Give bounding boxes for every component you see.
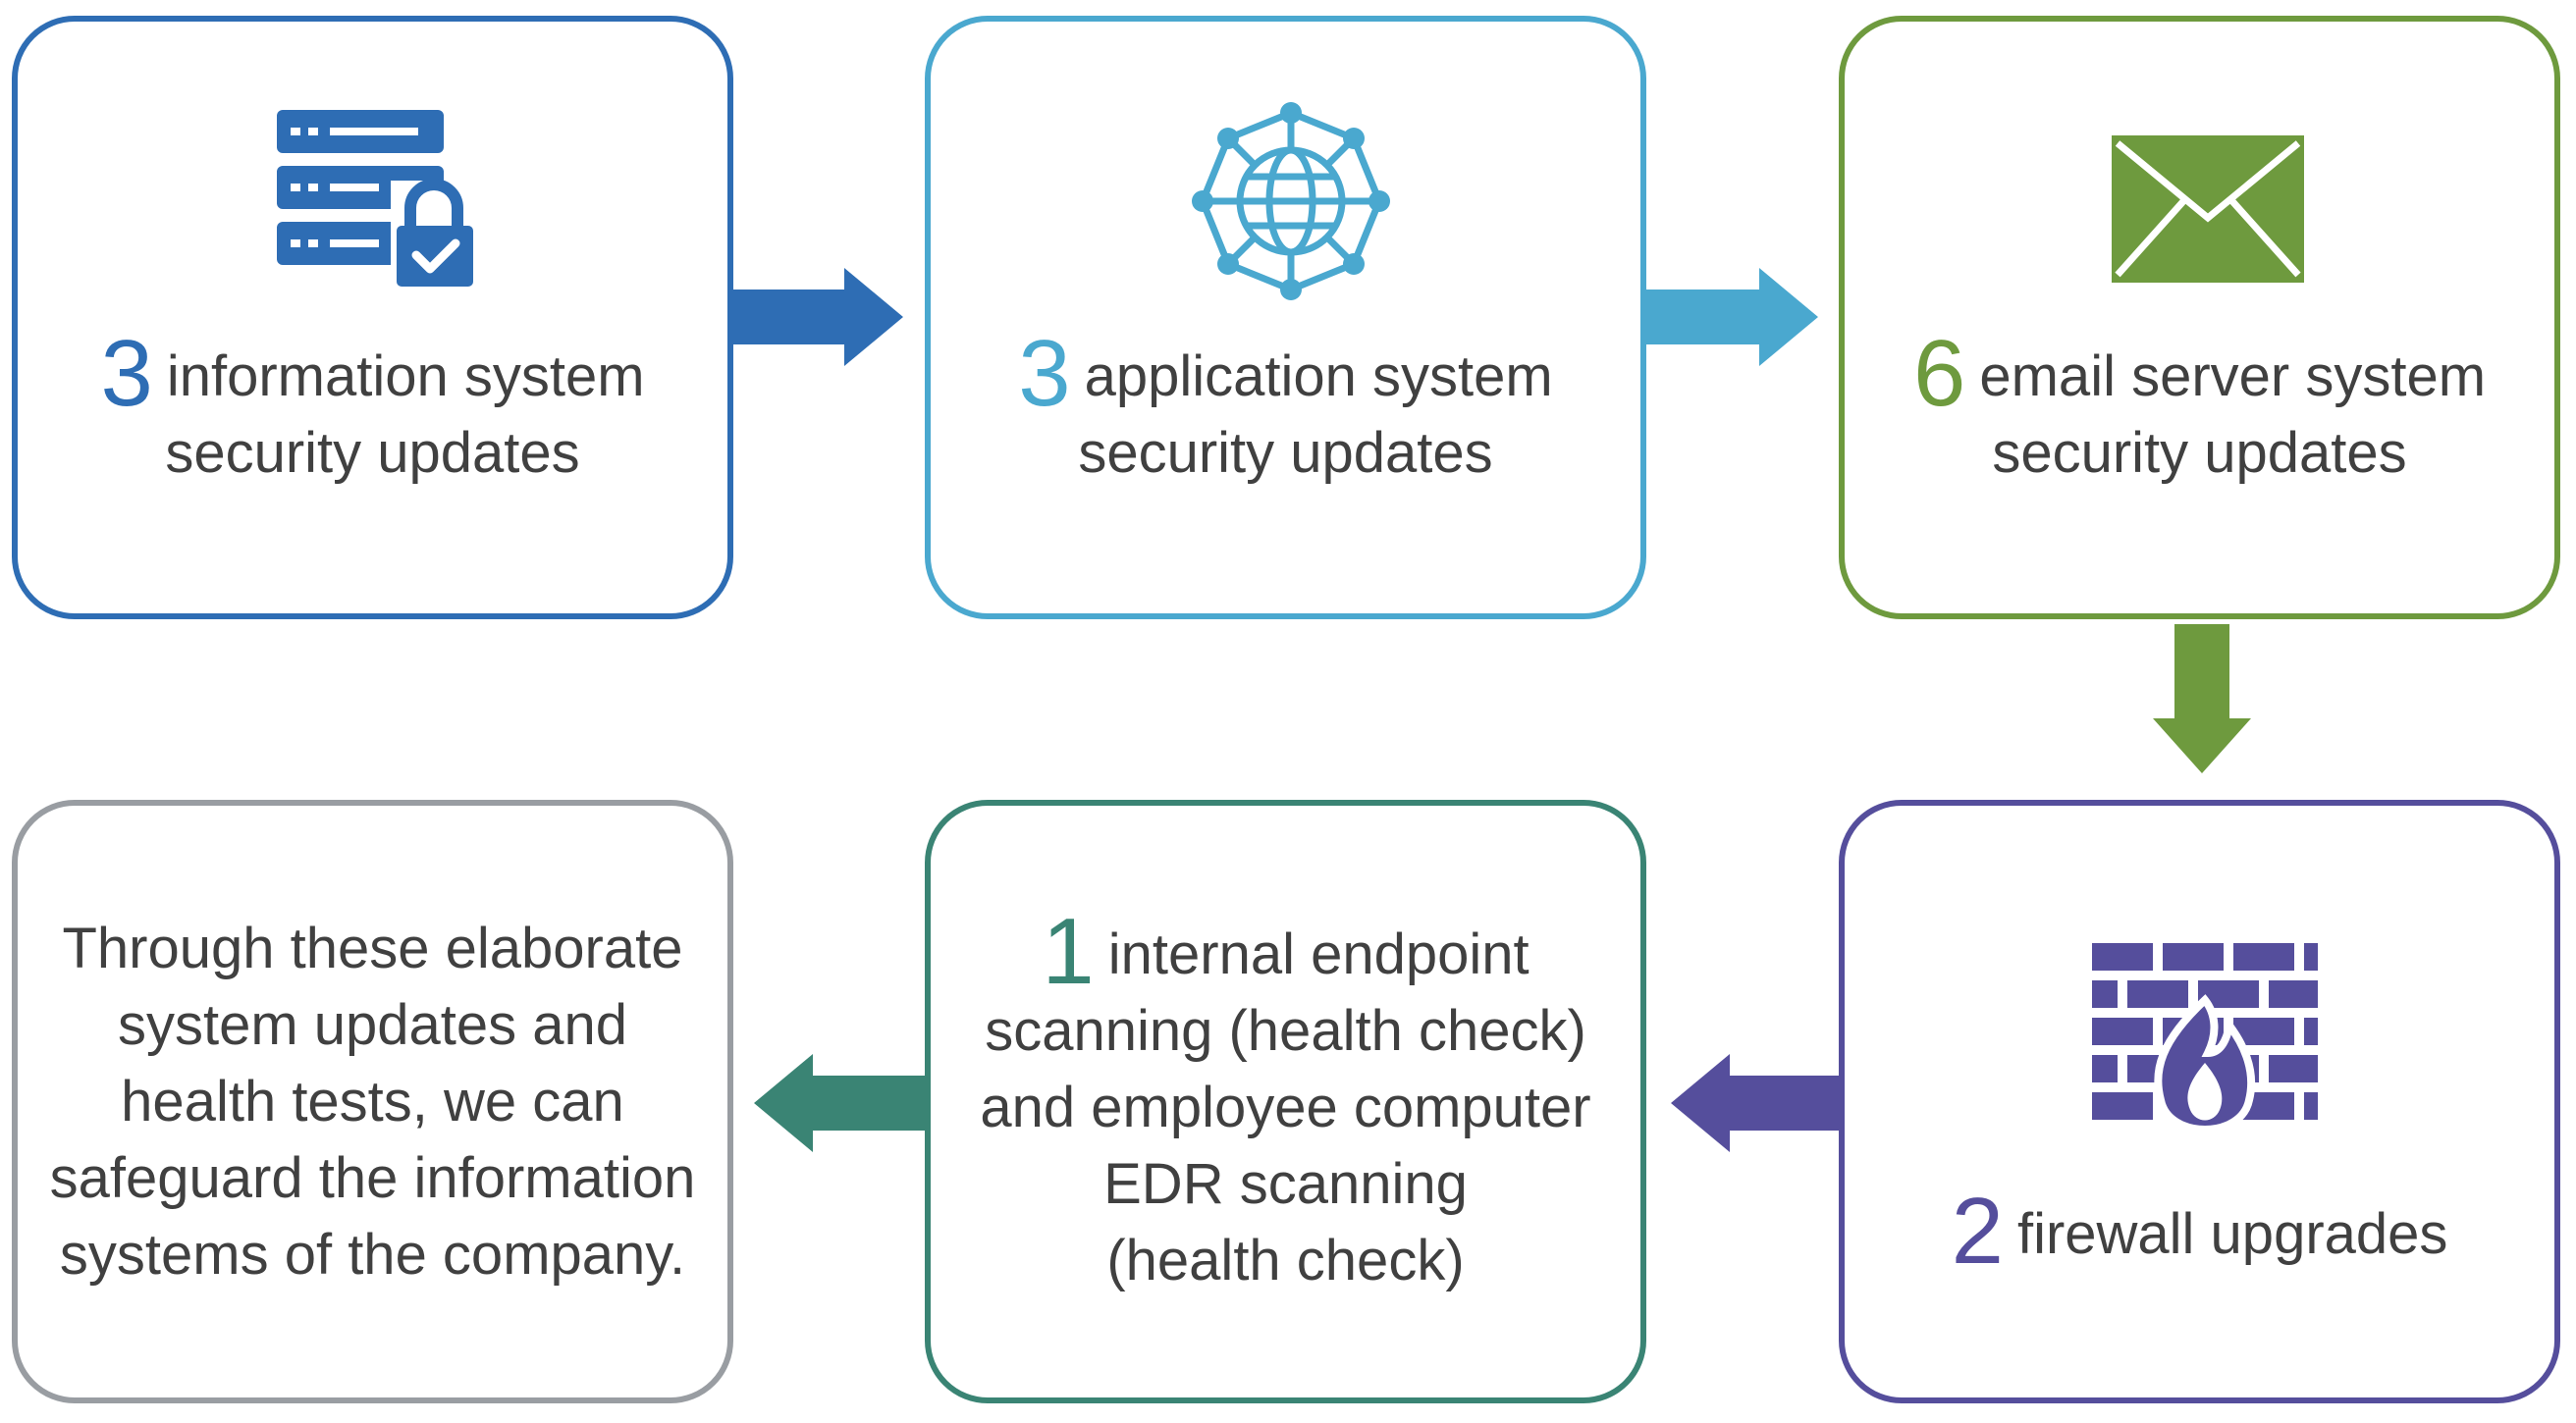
- step-number: 1: [1042, 899, 1095, 1004]
- step-number: 2: [1951, 1179, 2004, 1284]
- step-text-line: and employee computer: [980, 1076, 1591, 1139]
- firewall-icon: [2092, 943, 2318, 1133]
- step-text-line: internal endpoint: [1107, 922, 1530, 986]
- envelope-icon: [2112, 135, 2304, 283]
- globe-network-icon: [1192, 102, 1390, 300]
- step-text-line: information system: [166, 344, 645, 408]
- closing-statement-box: Through these elaborate system updates a…: [12, 800, 733, 1403]
- step-text-line: security updates: [1992, 421, 2407, 485]
- step-text-line: security updates: [165, 421, 580, 485]
- arrow-left-icon: [754, 1054, 926, 1152]
- step-text-line: email server system: [1979, 344, 2487, 408]
- step-text-line: application system: [1084, 344, 1553, 408]
- arrow-down-icon: [2153, 624, 2251, 773]
- step-text-line: security updates: [1078, 421, 1493, 485]
- step-number: 3: [1018, 321, 1071, 426]
- step-text-line: (health check): [1106, 1229, 1465, 1292]
- server-lock-icon: [277, 110, 473, 289]
- step-text-line: scanning (health check): [985, 999, 1586, 1063]
- arrow-right-icon: [731, 268, 903, 366]
- closing-statement-text: Through these elaborate system updates a…: [49, 916, 696, 1287]
- step-number: 6: [1912, 321, 1966, 426]
- arrow-right-icon: [1646, 268, 1818, 366]
- step-text-line: EDR scanning: [1103, 1152, 1468, 1216]
- step-number: 3: [100, 321, 153, 426]
- step-text-line: firewall upgrades: [2016, 1202, 2448, 1266]
- arrow-left-icon: [1671, 1054, 1843, 1152]
